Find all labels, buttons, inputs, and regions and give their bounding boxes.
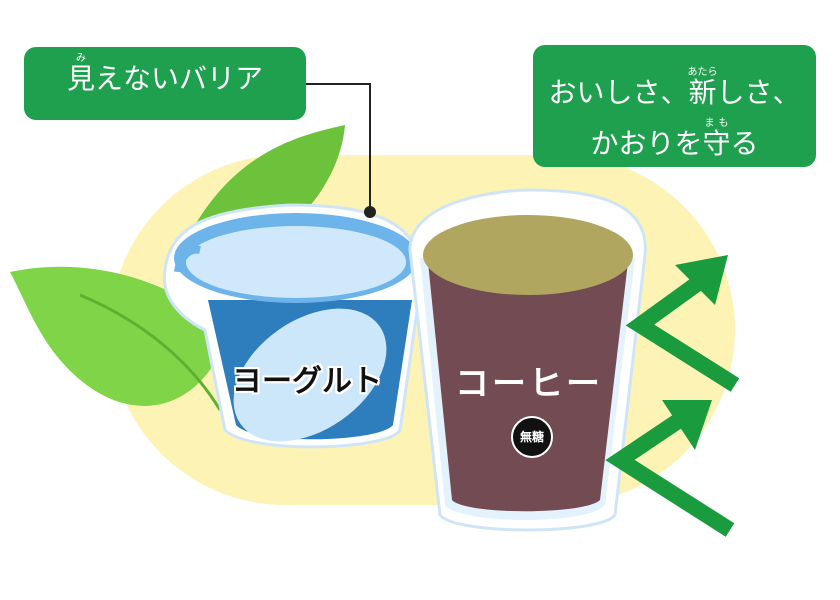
yogurt-cup xyxy=(162,203,423,449)
callout-line-1: おいしさ、新あたらしさ、 xyxy=(533,67,816,108)
freshness-callout: おいしさ、新あたらしさ、 かおりを守まもる xyxy=(533,45,816,167)
callout-text: えないバリア xyxy=(95,62,264,95)
escape-arrows xyxy=(605,271,740,537)
ruby-text: まも xyxy=(702,118,731,129)
ruby-text: み xyxy=(66,53,95,64)
arrow-head-upper xyxy=(675,255,728,305)
yogurt-label: ヨーグルト xyxy=(232,364,382,399)
text: かおりを xyxy=(590,127,703,160)
text: る xyxy=(730,127,759,160)
coffee-cup xyxy=(408,188,647,532)
ruby-base: 守 xyxy=(702,127,731,160)
ruby-base: 見 xyxy=(66,62,95,95)
barrier-leader-line xyxy=(306,83,376,218)
arrow-head-lower xyxy=(662,400,712,450)
ruby-text: あたら xyxy=(687,67,718,78)
invisible-barrier-callout: 見みえないバリア xyxy=(24,47,306,120)
text: おいしさ、 xyxy=(548,76,689,109)
callout-line-2: かおりを守まもる xyxy=(533,118,816,159)
unsweetened-badge: 無糖 xyxy=(511,416,553,458)
coffee-label: コーヒー xyxy=(455,364,603,404)
ruby-base: 新 xyxy=(687,76,718,109)
text: しさ、 xyxy=(716,76,801,109)
